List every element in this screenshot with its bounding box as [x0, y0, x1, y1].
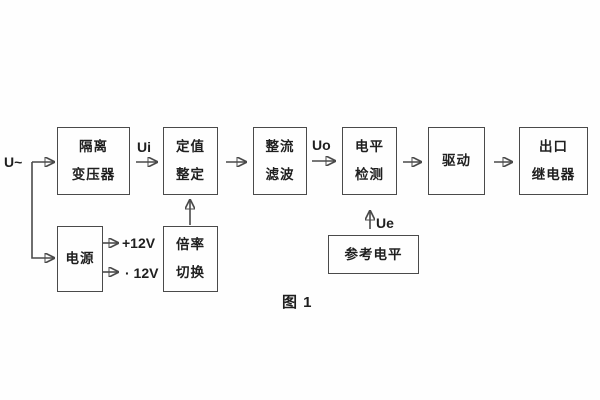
label-minus-12v: · 12V: [125, 265, 159, 281]
label-plus-12v: +12V: [122, 235, 156, 251]
block-setting-adjust: 定值 整定: [163, 127, 218, 195]
label-uo: Uo: [312, 137, 331, 153]
block-rectifier-filter: 整流 滤波: [253, 127, 307, 195]
block-power-supply: 电源: [57, 226, 103, 292]
block-isolation-transformer: 隔离 变压器: [57, 127, 130, 195]
figure-caption: 图 1: [282, 294, 313, 311]
wire-input-branch-to-power-supply: [31, 162, 54, 258]
label-input-voltage: U~: [4, 154, 23, 170]
block-drive: 驱动: [428, 127, 485, 195]
block-ratio-switch: 倍率 切换: [163, 226, 218, 292]
block-reference-level: 参考电平: [328, 235, 419, 274]
label-ui: Ui: [137, 139, 151, 155]
block-output-relay: 出口 继电器: [519, 127, 588, 195]
block-level-detection: 电平 检测: [342, 127, 397, 195]
label-ue: Ue: [376, 215, 394, 231]
